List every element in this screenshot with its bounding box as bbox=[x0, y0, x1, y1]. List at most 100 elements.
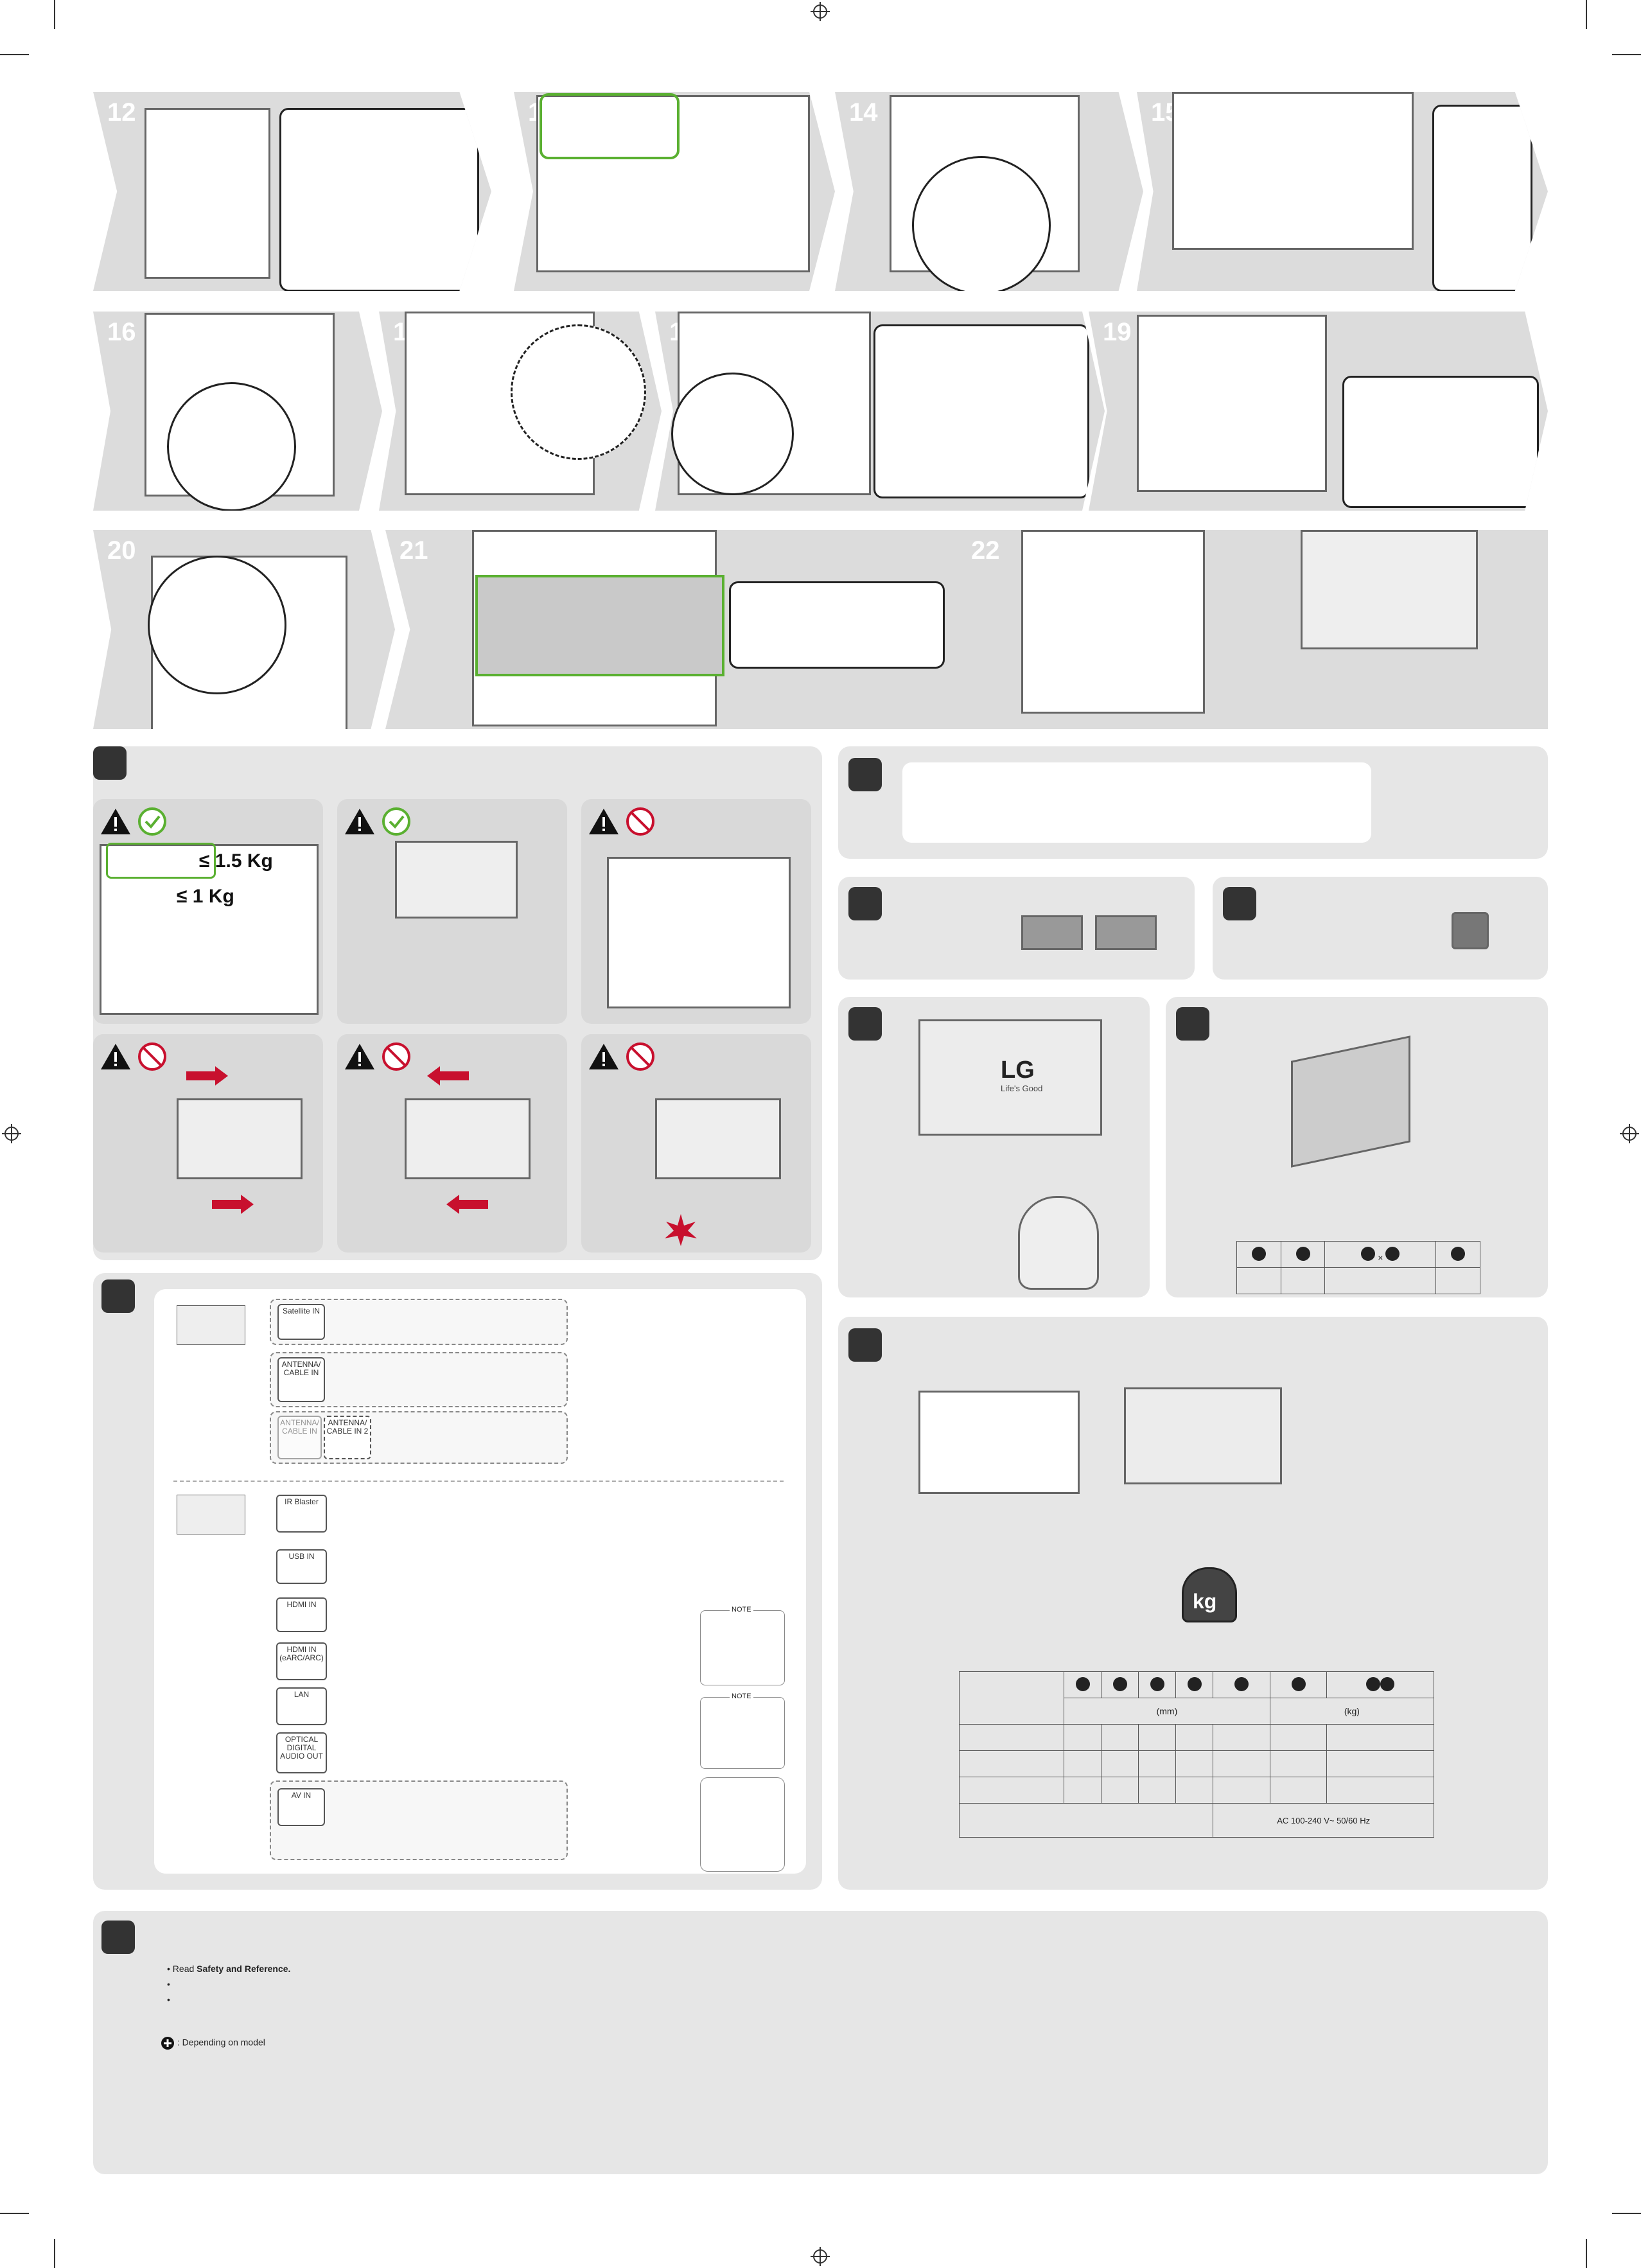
zoom-circle bbox=[167, 382, 296, 511]
cell bbox=[1269, 1671, 1328, 1698]
cell bbox=[1324, 1267, 1437, 1294]
step-14: 14 bbox=[835, 92, 1143, 291]
link-icon bbox=[848, 887, 882, 920]
help-icon bbox=[1223, 887, 1256, 920]
wall-mount-panel: × bbox=[1166, 997, 1548, 1297]
remote-pairing-panel bbox=[838, 877, 1195, 980]
usb-in-port[interactable]: USB IN bbox=[276, 1549, 327, 1584]
port-label: ANTENNA/ CABLE IN bbox=[281, 1360, 321, 1378]
av-in-port[interactable]: AV IN bbox=[277, 1788, 325, 1826]
step-12: 12 bbox=[93, 92, 491, 291]
optical-audio-out-port[interactable]: OPTICAL DIGITAL AUDIO OUT bbox=[276, 1732, 327, 1773]
power-spec: AC 100-240 V~ 50/60 Hz bbox=[1213, 1803, 1434, 1838]
push-arrow-icon bbox=[212, 1195, 254, 1214]
cell bbox=[1326, 1671, 1434, 1698]
power-icon bbox=[848, 1007, 882, 1041]
top-shelf-highlight bbox=[106, 843, 216, 879]
warning-prohibited-icon bbox=[589, 1042, 654, 1071]
hdmi-in-port[interactable]: HDMI IN bbox=[276, 1597, 327, 1632]
cell bbox=[1101, 1671, 1139, 1698]
tv-rear-port-diagram bbox=[177, 1495, 245, 1534]
av-in-connection-row: AV IN bbox=[270, 1780, 568, 1860]
satellite-connection-row: Satellite IN bbox=[270, 1299, 568, 1345]
cell bbox=[959, 1671, 1064, 1725]
cell: × bbox=[1324, 1241, 1437, 1268]
step-number: 19 bbox=[1103, 318, 1132, 346]
step-number: 20 bbox=[107, 536, 136, 565]
lan-port[interactable]: LAN bbox=[276, 1687, 327, 1725]
tv-back-illustration bbox=[1137, 315, 1327, 492]
note-title: NOTE bbox=[730, 1606, 753, 1613]
weight-icon bbox=[848, 1328, 882, 1362]
clip-detail-panel bbox=[1432, 105, 1532, 291]
note-box: NOTE bbox=[700, 1692, 785, 1769]
screen-illustration bbox=[1095, 915, 1157, 950]
tv-front-illustration bbox=[655, 1098, 781, 1179]
headset-illustration bbox=[1452, 912, 1489, 949]
tv-back-illustration bbox=[1172, 92, 1414, 250]
tv-back-illustration bbox=[145, 108, 270, 279]
port-label: ANTENNA/ CABLE IN 2 bbox=[326, 1418, 369, 1436]
tv-front-illustration bbox=[177, 1098, 303, 1179]
pull-arrow-icon bbox=[427, 1066, 469, 1086]
antenna-cable-in-port-alt[interactable]: ANTENNA/ CABLE IN bbox=[277, 1416, 322, 1459]
antenna-cable-in-2-port[interactable]: ANTENNA/ CABLE IN 2 bbox=[324, 1416, 371, 1459]
warning-detail-box bbox=[729, 581, 945, 669]
dimensions-table: (mm) (kg) AC 100-240 V~ 50/60 Hz bbox=[958, 1671, 1435, 1838]
port-label: AV IN bbox=[291, 1791, 312, 1800]
no-push-tile bbox=[93, 1034, 323, 1253]
section-divider bbox=[173, 1481, 784, 1482]
tv-back-illustration bbox=[918, 1391, 1080, 1494]
port-label: Satellite IN bbox=[282, 1306, 320, 1315]
tv-stand-icon bbox=[93, 746, 127, 780]
tv-front-illustration bbox=[1301, 530, 1478, 649]
bullet-item: • Read Safety and Reference. bbox=[167, 1964, 291, 1974]
impact-burst-icon bbox=[665, 1214, 697, 1246]
step-13: 13 bbox=[514, 92, 835, 291]
tv-back-illustration bbox=[607, 857, 791, 1008]
cable-icon bbox=[101, 1279, 135, 1313]
step-16: 16 bbox=[93, 312, 382, 511]
lg-logo: LG Life's Good bbox=[965, 1057, 1055, 1095]
step-17: 17 bbox=[379, 312, 662, 511]
warning-prohibited-icon bbox=[345, 1042, 410, 1071]
satellite-in-port[interactable]: Satellite IN bbox=[277, 1304, 325, 1340]
vesa-spec-table: × bbox=[1236, 1241, 1480, 1294]
port-label: HDMI IN (eARC/ARC) bbox=[279, 1645, 324, 1663]
wall-mount-diagram bbox=[1291, 1035, 1410, 1168]
no-climbing-tile bbox=[581, 799, 811, 1024]
bullet-list: • Read Safety and Reference. • • bbox=[167, 1961, 290, 2007]
zoom-circle bbox=[671, 373, 794, 495]
ir-blaster-port[interactable]: IR Blaster bbox=[276, 1495, 327, 1533]
antenna-cable-in-2-row: ANTENNA/ CABLE IN ANTENNA/ CABLE IN 2 bbox=[270, 1411, 568, 1464]
lg-tagline: Life's Good bbox=[1001, 1084, 1043, 1093]
cell bbox=[958, 1803, 1214, 1838]
clip-detail-panel bbox=[873, 324, 1089, 498]
zoom-circle bbox=[912, 156, 1051, 291]
info-panel: • Read Safety and Reference. • • : Depen… bbox=[93, 1911, 1548, 2174]
cell bbox=[1236, 1241, 1281, 1268]
no-kick-tile bbox=[581, 1034, 811, 1253]
tv-front-dimension-illustration bbox=[1124, 1387, 1282, 1484]
warning-check-icon bbox=[101, 807, 166, 836]
remote-illustration bbox=[1018, 1196, 1099, 1290]
clip-detail-zoom bbox=[279, 108, 479, 291]
connections-panel: Satellite IN ANTENNA/ CABLE IN ANTENNA/ … bbox=[93, 1273, 822, 1890]
hdmi-earc-port[interactable]: HDMI IN (eARC/ARC) bbox=[276, 1642, 327, 1680]
port-label: HDMI IN bbox=[286, 1600, 317, 1609]
step-20: 20 bbox=[93, 530, 395, 729]
cable-box-highlight bbox=[540, 93, 680, 159]
note-box-empty bbox=[700, 1777, 785, 1872]
step-number: 22 bbox=[971, 536, 1000, 565]
step-21: 21 bbox=[385, 530, 1002, 729]
scale-label: kg bbox=[1193, 1590, 1217, 1613]
safety-panel: ≤ 1.5 Kg ≤ 1 Kg bbox=[93, 746, 822, 1260]
step-number: 12 bbox=[107, 98, 136, 127]
warning-prohibited-icon bbox=[101, 1042, 166, 1071]
step-19: 19 bbox=[1089, 312, 1548, 511]
tv-back-illustration bbox=[100, 844, 319, 1015]
battery-steps-card bbox=[902, 762, 1371, 843]
tv-rear-port-diagram bbox=[177, 1305, 245, 1345]
tv-front-illustration: LG Life's Good bbox=[918, 1019, 1102, 1136]
antenna-cable-in-port[interactable]: ANTENNA/ CABLE IN bbox=[277, 1357, 325, 1402]
